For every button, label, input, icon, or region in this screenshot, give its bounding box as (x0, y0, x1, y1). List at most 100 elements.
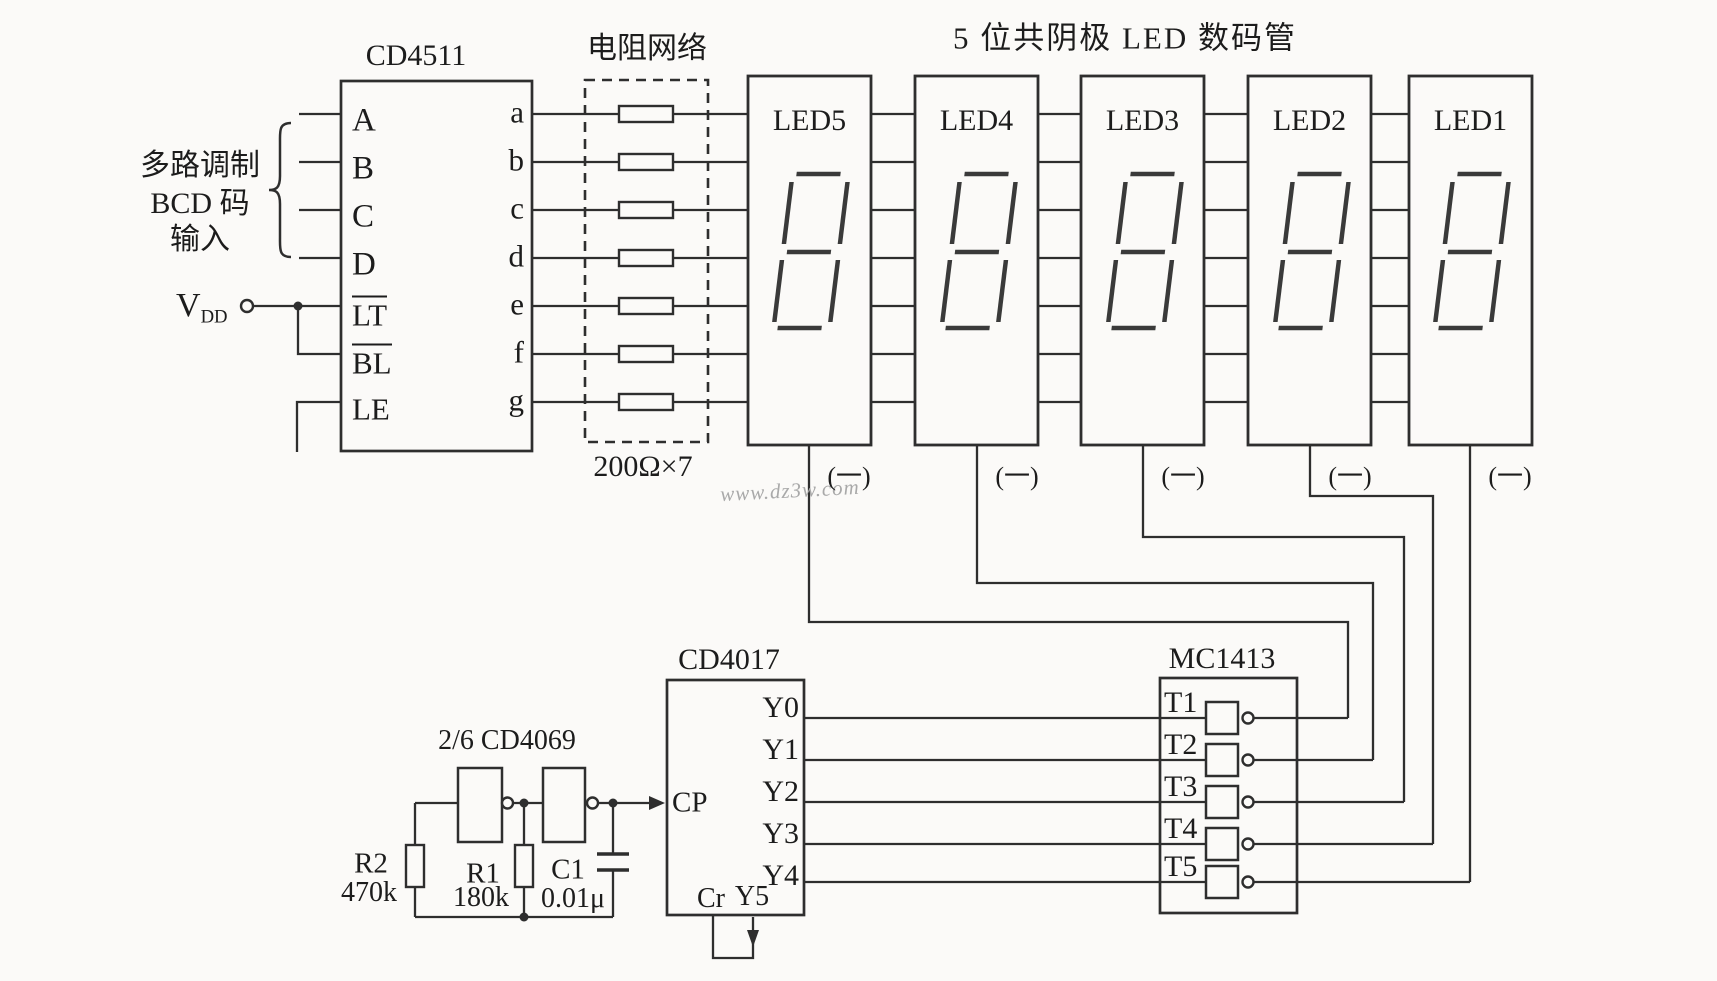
seven-segment-digit-LED5 (772, 171, 850, 331)
digit-segment (828, 260, 841, 322)
cd4511-pin-d: D (352, 246, 376, 283)
mc1413-title: MC1413 (1168, 642, 1276, 675)
vdd-label: VDD (176, 288, 228, 327)
inverter1-box (456, 766, 504, 844)
cp-pin-label: CP (672, 786, 708, 819)
seven-segment-digit-LED3 (1106, 171, 1184, 331)
seven-segment-digit-LED2 (1273, 171, 1351, 331)
cathode-mark-led3: (一) (1161, 462, 1205, 491)
cathode-mark-led5: (一) (827, 462, 871, 491)
cp-arrow-icon (649, 796, 665, 810)
cathode-route-LED5 (807, 445, 1350, 718)
cathode-mark-led1: (一) (1488, 462, 1532, 491)
led-display-box-LED1 (1407, 74, 1534, 447)
driver-cell-T1 (1204, 700, 1240, 736)
digit-segment (940, 260, 953, 322)
driver-output-bubble-T1 (1241, 711, 1255, 725)
driver-cell-T2 (1204, 742, 1240, 778)
cd4511-box (339, 79, 534, 453)
cd4017-pin-y0: Y0 (762, 691, 799, 724)
inverter2-output-bubble (585, 796, 600, 810)
mc1413-pin-t3: T3 (1164, 770, 1198, 803)
mc1413-pin-t4: T4 (1164, 812, 1198, 845)
cathode-route-LED3 (1141, 445, 1406, 802)
led-display-box-LED4 (913, 74, 1040, 447)
resistor-network-title: 电阻网络 (587, 32, 707, 65)
c1-ref: C1 (551, 853, 585, 886)
digit-segment (1115, 182, 1128, 244)
vdd-terminal-circle (239, 298, 255, 314)
mc1413-box (1158, 676, 1299, 915)
cd4017-pin-y1: Y1 (762, 733, 799, 766)
le-stub (295, 400, 341, 452)
resistor-d (617, 248, 675, 268)
feedback-arrow-icon (747, 930, 759, 947)
inverter2-box (541, 766, 587, 844)
cd4511-title: CD4511 (365, 39, 467, 72)
r1-body (513, 843, 535, 889)
resistor-network-box (583, 78, 710, 444)
driver-output-bubble-T2 (1241, 753, 1255, 767)
cd4511-pin-b: B (352, 150, 375, 187)
cathode-route-LED4 (975, 445, 1375, 760)
resistor-f (617, 344, 675, 364)
cd4511-pin-le: LE (352, 391, 390, 427)
resistor-b (617, 152, 675, 172)
bcd-input-label-line1: 多路调制 (140, 149, 260, 182)
digit-segment (1171, 182, 1184, 244)
digit-segment (1498, 182, 1511, 244)
cd4511-pin-f: f (513, 334, 524, 370)
input-brace (268, 121, 292, 259)
junction-dot (519, 912, 529, 922)
r2-body (404, 843, 426, 889)
driver-cell-T5 (1204, 864, 1240, 900)
driver-output-bubble-T5 (1241, 875, 1255, 889)
osc-title: 2/6 CD4069 (438, 725, 576, 756)
resistor-a (617, 104, 675, 124)
cd4511-pin-d: d (508, 238, 525, 274)
digit-segment (1433, 260, 1446, 322)
y5-pin-label: Y5 (734, 881, 770, 912)
driver-cell-T4 (1204, 826, 1240, 862)
digit-segment (1489, 260, 1502, 322)
r1-ref: R1 (466, 857, 500, 890)
cd4511-pin-lt: LT (352, 295, 388, 333)
cd4511-pin-b: b (508, 142, 525, 178)
cd4017-pin-y2: Y2 (762, 775, 799, 808)
resistor-e (617, 296, 675, 316)
c1-value: 0.01μ (540, 883, 606, 914)
seven-segment-digit-LED1 (1433, 171, 1511, 331)
digit-segment (772, 260, 785, 322)
page-title: 5 位共阴极 LED 数码管 (952, 20, 1298, 56)
resistor-g (617, 392, 675, 412)
vdd-to-bl-branch (296, 306, 341, 356)
cd4017-box (665, 678, 806, 917)
cd4017-title: CD4017 (678, 643, 780, 676)
cathode-route-LED2 (1308, 445, 1435, 844)
led-display-box-LED3 (1079, 74, 1206, 447)
cd4511-pin-g: g (508, 382, 525, 418)
cathode-mark-led4: (一) (995, 462, 1039, 491)
cr-y5-feedback-loop (711, 915, 755, 960)
cd4017-pin-y4: Y4 (762, 859, 799, 892)
bcd-input-label-line2: BCD 码 (150, 187, 250, 220)
driver-output-bubble-T3 (1241, 795, 1255, 809)
junction-dot (519, 798, 529, 808)
resistor-c (617, 200, 675, 220)
junction-dot (608, 798, 618, 808)
cr-pin-label: Cr (697, 883, 725, 914)
digit-segment (837, 182, 850, 244)
led-label-led2: LED2 (1272, 104, 1347, 137)
r1-value: 180k (453, 882, 509, 913)
led-label-led3: LED3 (1105, 104, 1180, 137)
digit-segment (1106, 260, 1119, 322)
bcd-input-label-line3: 输入 (170, 223, 230, 256)
led-label-led4: LED4 (939, 104, 1014, 137)
digit-segment (1338, 182, 1351, 244)
r2-ref: R2 (354, 847, 388, 880)
driver-cell-T3 (1204, 784, 1240, 820)
cd4511-pin-c: C (352, 198, 375, 235)
digit-segment (781, 182, 794, 244)
